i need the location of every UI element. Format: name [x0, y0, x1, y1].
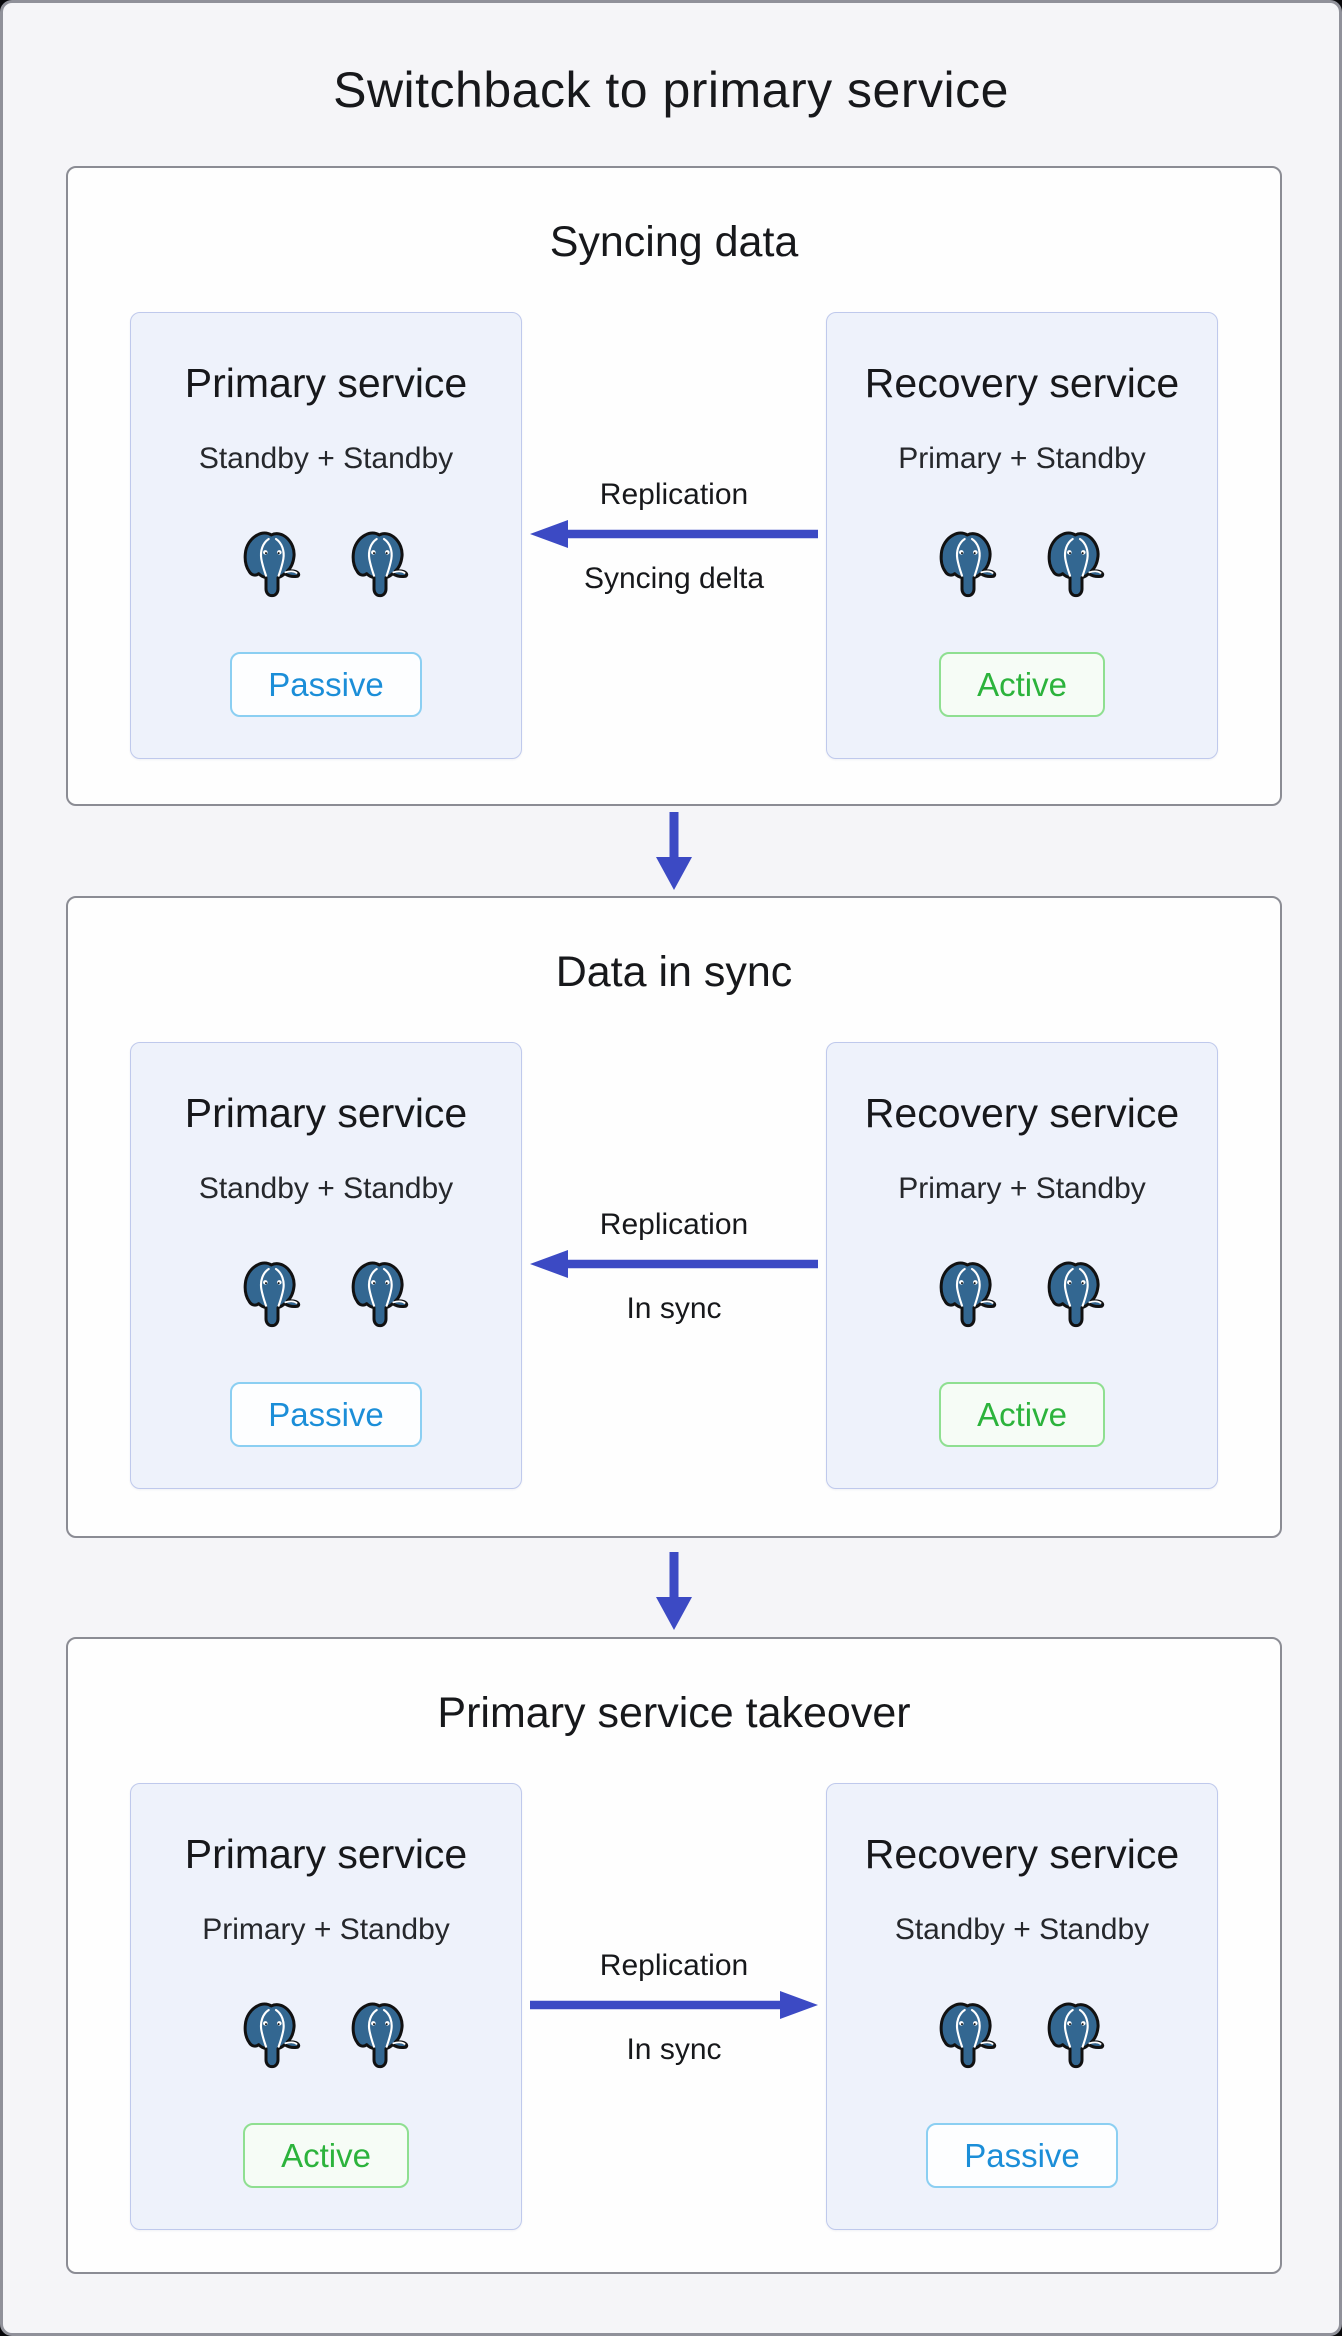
- status-badge-passive: Passive: [230, 1382, 422, 1447]
- postgresql-icon: [243, 531, 301, 598]
- primary-service-card: Primary service Standby + Standby Passiv…: [130, 312, 522, 759]
- page-title: Switchback to primary service: [333, 62, 1009, 118]
- stage-title: Primary service takeover: [437, 1689, 911, 1737]
- postgresql-icon: [243, 2002, 301, 2069]
- status-badge-active: Active: [939, 652, 1105, 717]
- service-title: Recovery service: [864, 1090, 1180, 1136]
- postgres-instances: [934, 2000, 1110, 2072]
- primary-service-card: Primary service Standby + Standby Passiv…: [130, 1042, 522, 1489]
- status-badge-active: Active: [243, 2123, 409, 2188]
- postgresql-icon: [939, 1261, 997, 1328]
- replication-label: Replication: [599, 1949, 749, 1982]
- replication-flow: Replication In sync: [514, 1951, 834, 2065]
- replication-flow: Replication Syncing delta: [514, 480, 834, 594]
- recovery-service-card: Recovery service Primary + Standby Activ…: [826, 1042, 1218, 1489]
- postgresql-icon: [1047, 531, 1105, 598]
- postgres-instances: [238, 1259, 414, 1331]
- postgresql-icon: [1047, 1261, 1105, 1328]
- replication-label: Replication: [599, 478, 749, 511]
- replication-arrow-right-icon: [530, 1991, 818, 2019]
- service-topology: Standby + Standby: [198, 442, 454, 475]
- service-topology: Primary + Standby: [898, 442, 1146, 475]
- service-topology: Primary + Standby: [898, 1172, 1146, 1205]
- stage-flow-down-arrow-icon: [656, 812, 692, 890]
- postgresql-icon: [351, 2002, 409, 2069]
- postgresql-icon: [1047, 2002, 1105, 2069]
- recovery-service-card: Recovery service Primary + Standby Activ…: [826, 312, 1218, 759]
- primary-service-card: Primary service Primary + Standby Active: [130, 1783, 522, 2230]
- service-topology: Primary + Standby: [202, 1913, 450, 1946]
- recovery-service-card: Recovery service Standby + Standby Passi…: [826, 1783, 1218, 2230]
- postgresql-icon: [939, 531, 997, 598]
- stage-title: Syncing data: [549, 218, 799, 266]
- sync-status-label: In sync: [626, 1292, 722, 1325]
- service-topology: Standby + Standby: [198, 1172, 454, 1205]
- service-topology: Standby + Standby: [894, 1913, 1150, 1946]
- stage-title: Data in sync: [555, 948, 793, 996]
- sync-status-label: Syncing delta: [583, 562, 765, 595]
- service-title: Primary service: [184, 1831, 468, 1877]
- status-badge-active: Active: [939, 1382, 1105, 1447]
- stage-flow-down-arrow-icon: [656, 1552, 692, 1630]
- replication-arrow-left-icon: [530, 520, 818, 548]
- postgresql-icon: [243, 1261, 301, 1328]
- service-title: Recovery service: [864, 360, 1180, 406]
- postgres-instances: [238, 529, 414, 601]
- status-badge-passive: Passive: [230, 652, 422, 717]
- replication-flow: Replication In sync: [514, 1210, 834, 1324]
- service-title: Recovery service: [864, 1831, 1180, 1877]
- postgresql-icon: [351, 531, 409, 598]
- postgresql-icon: [351, 1261, 409, 1328]
- stage-panel-data-in-sync: Data in sync Primary service Standby + S…: [66, 896, 1282, 1538]
- postgres-instances: [934, 529, 1110, 601]
- sync-status-label: In sync: [626, 2033, 722, 2066]
- replication-label: Replication: [599, 1208, 749, 1241]
- replication-arrow-left-icon: [530, 1250, 818, 1278]
- postgres-instances: [238, 2000, 414, 2072]
- status-badge-passive: Passive: [926, 2123, 1118, 2188]
- stage-panel-syncing-data: Syncing data Primary service Standby + S…: [66, 166, 1282, 806]
- service-title: Primary service: [184, 1090, 468, 1136]
- service-title: Primary service: [184, 360, 468, 406]
- postgres-instances: [934, 1259, 1110, 1331]
- postgresql-icon: [939, 2002, 997, 2069]
- stage-panel-primary-service-takeover: Primary service takeover Primary service…: [66, 1637, 1282, 2274]
